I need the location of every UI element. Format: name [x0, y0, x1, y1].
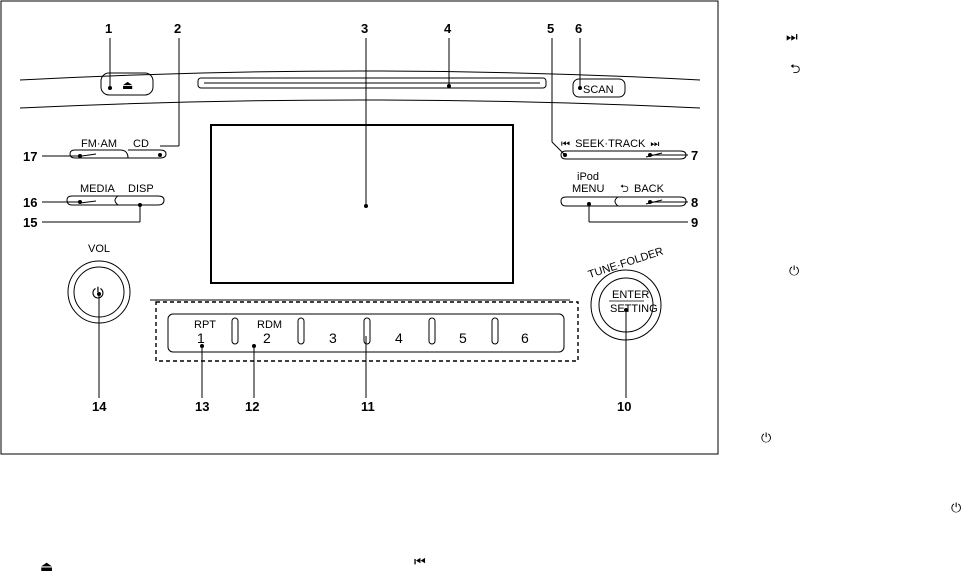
- preset-separator: [297, 317, 305, 345]
- callout-13: 13: [195, 399, 209, 414]
- media-label: MEDIA: [80, 183, 116, 195]
- callout-15: 15: [23, 215, 37, 230]
- tune-folder-label: TUNE·FOLDER: [587, 245, 665, 281]
- preset-button-6[interactable]: 6: [521, 330, 529, 346]
- setting-label: SETTING: [610, 303, 658, 315]
- callout-3: 3: [361, 21, 368, 36]
- figure-frame: [0, 0, 719, 455]
- rdm-label: RDM: [257, 319, 282, 331]
- callout-7: 7: [691, 148, 698, 163]
- preset-button-4[interactable]: 4: [395, 330, 403, 346]
- display-screen: [210, 124, 514, 284]
- callout-6: 6: [575, 21, 582, 36]
- leader-dots: [78, 84, 652, 348]
- callout-16: 16: [23, 195, 37, 210]
- enter-label: ENTER: [612, 289, 649, 301]
- back-arrow-icon: ⮌: [620, 182, 629, 195]
- fm-am-button[interactable]: [69, 149, 129, 159]
- power-icon: ⏻: [951, 501, 961, 516]
- eject-icon: ⏏: [122, 78, 133, 92]
- preset-separator: [231, 317, 239, 345]
- eject-button[interactable]: [100, 72, 154, 96]
- seek-track-label: ⏮ SEEK·TRACK ⏭: [561, 138, 659, 150]
- fm-am-label: FM·AM: [81, 138, 117, 150]
- disp-button[interactable]: [118, 195, 165, 206]
- preset-button-5[interactable]: 5: [459, 330, 467, 346]
- callout-2: 2: [174, 21, 181, 36]
- preset-buttons-group: [155, 301, 579, 362]
- scan-label: SCAN: [583, 84, 614, 96]
- faceplate-lower-edge: [19, 99, 701, 109]
- disp-label: DISP: [128, 183, 154, 195]
- preset-separators: [231, 317, 499, 345]
- cd-slot: [197, 77, 547, 89]
- fast-forward-icon: ⏭: [786, 30, 798, 45]
- rewind-icon: ⏮: [414, 555, 426, 570]
- callout-4: 4: [444, 21, 452, 36]
- preset-separator: [491, 317, 499, 345]
- menu-label: MENU: [572, 183, 604, 195]
- power-icon: ⏻: [761, 431, 771, 446]
- leader-lines: [42, 38, 688, 398]
- media-button[interactable]: [66, 195, 120, 206]
- preset-button-1[interactable]: 1: [197, 330, 205, 346]
- media-indicator: [79, 200, 97, 204]
- preset-button-3[interactable]: 3: [329, 330, 337, 346]
- preset-separator: [428, 317, 436, 345]
- callout-8: 8: [691, 195, 698, 210]
- callout-14: 14: [92, 399, 107, 414]
- faceplate-top-edge: [19, 70, 701, 81]
- seek-track-button[interactable]: [560, 150, 687, 160]
- back-arrow-icon: ⮌: [790, 62, 800, 77]
- back-label: BACK: [634, 183, 665, 195]
- callout-10: 10: [617, 399, 631, 414]
- scan-button[interactable]: [572, 78, 626, 98]
- cd-button[interactable]: [128, 149, 167, 159]
- callout-5: 5: [547, 21, 554, 36]
- rewind-icon: ⏮: [561, 139, 570, 150]
- back-button[interactable]: [618, 196, 687, 207]
- fm-am-indicator: [81, 153, 97, 157]
- callout-9: 9: [691, 215, 698, 230]
- cd-label: CD: [133, 138, 149, 150]
- power-icon: ⏻: [789, 264, 799, 279]
- fast-forward-icon: ⏭: [650, 139, 659, 150]
- callout-12: 12: [245, 399, 259, 414]
- eject-icon: ⏏: [40, 559, 53, 575]
- vol-label: VOL: [88, 243, 110, 255]
- callout-11: 11: [361, 399, 375, 414]
- ipod-label: iPod: [577, 171, 599, 183]
- callout-17: 17: [23, 149, 37, 164]
- preset-separator: [363, 317, 371, 345]
- rpt-label: RPT: [194, 319, 216, 331]
- preset-button-2[interactable]: 2: [263, 330, 271, 346]
- ipod-menu-button[interactable]: [560, 196, 620, 207]
- callout-1: 1: [105, 21, 112, 36]
